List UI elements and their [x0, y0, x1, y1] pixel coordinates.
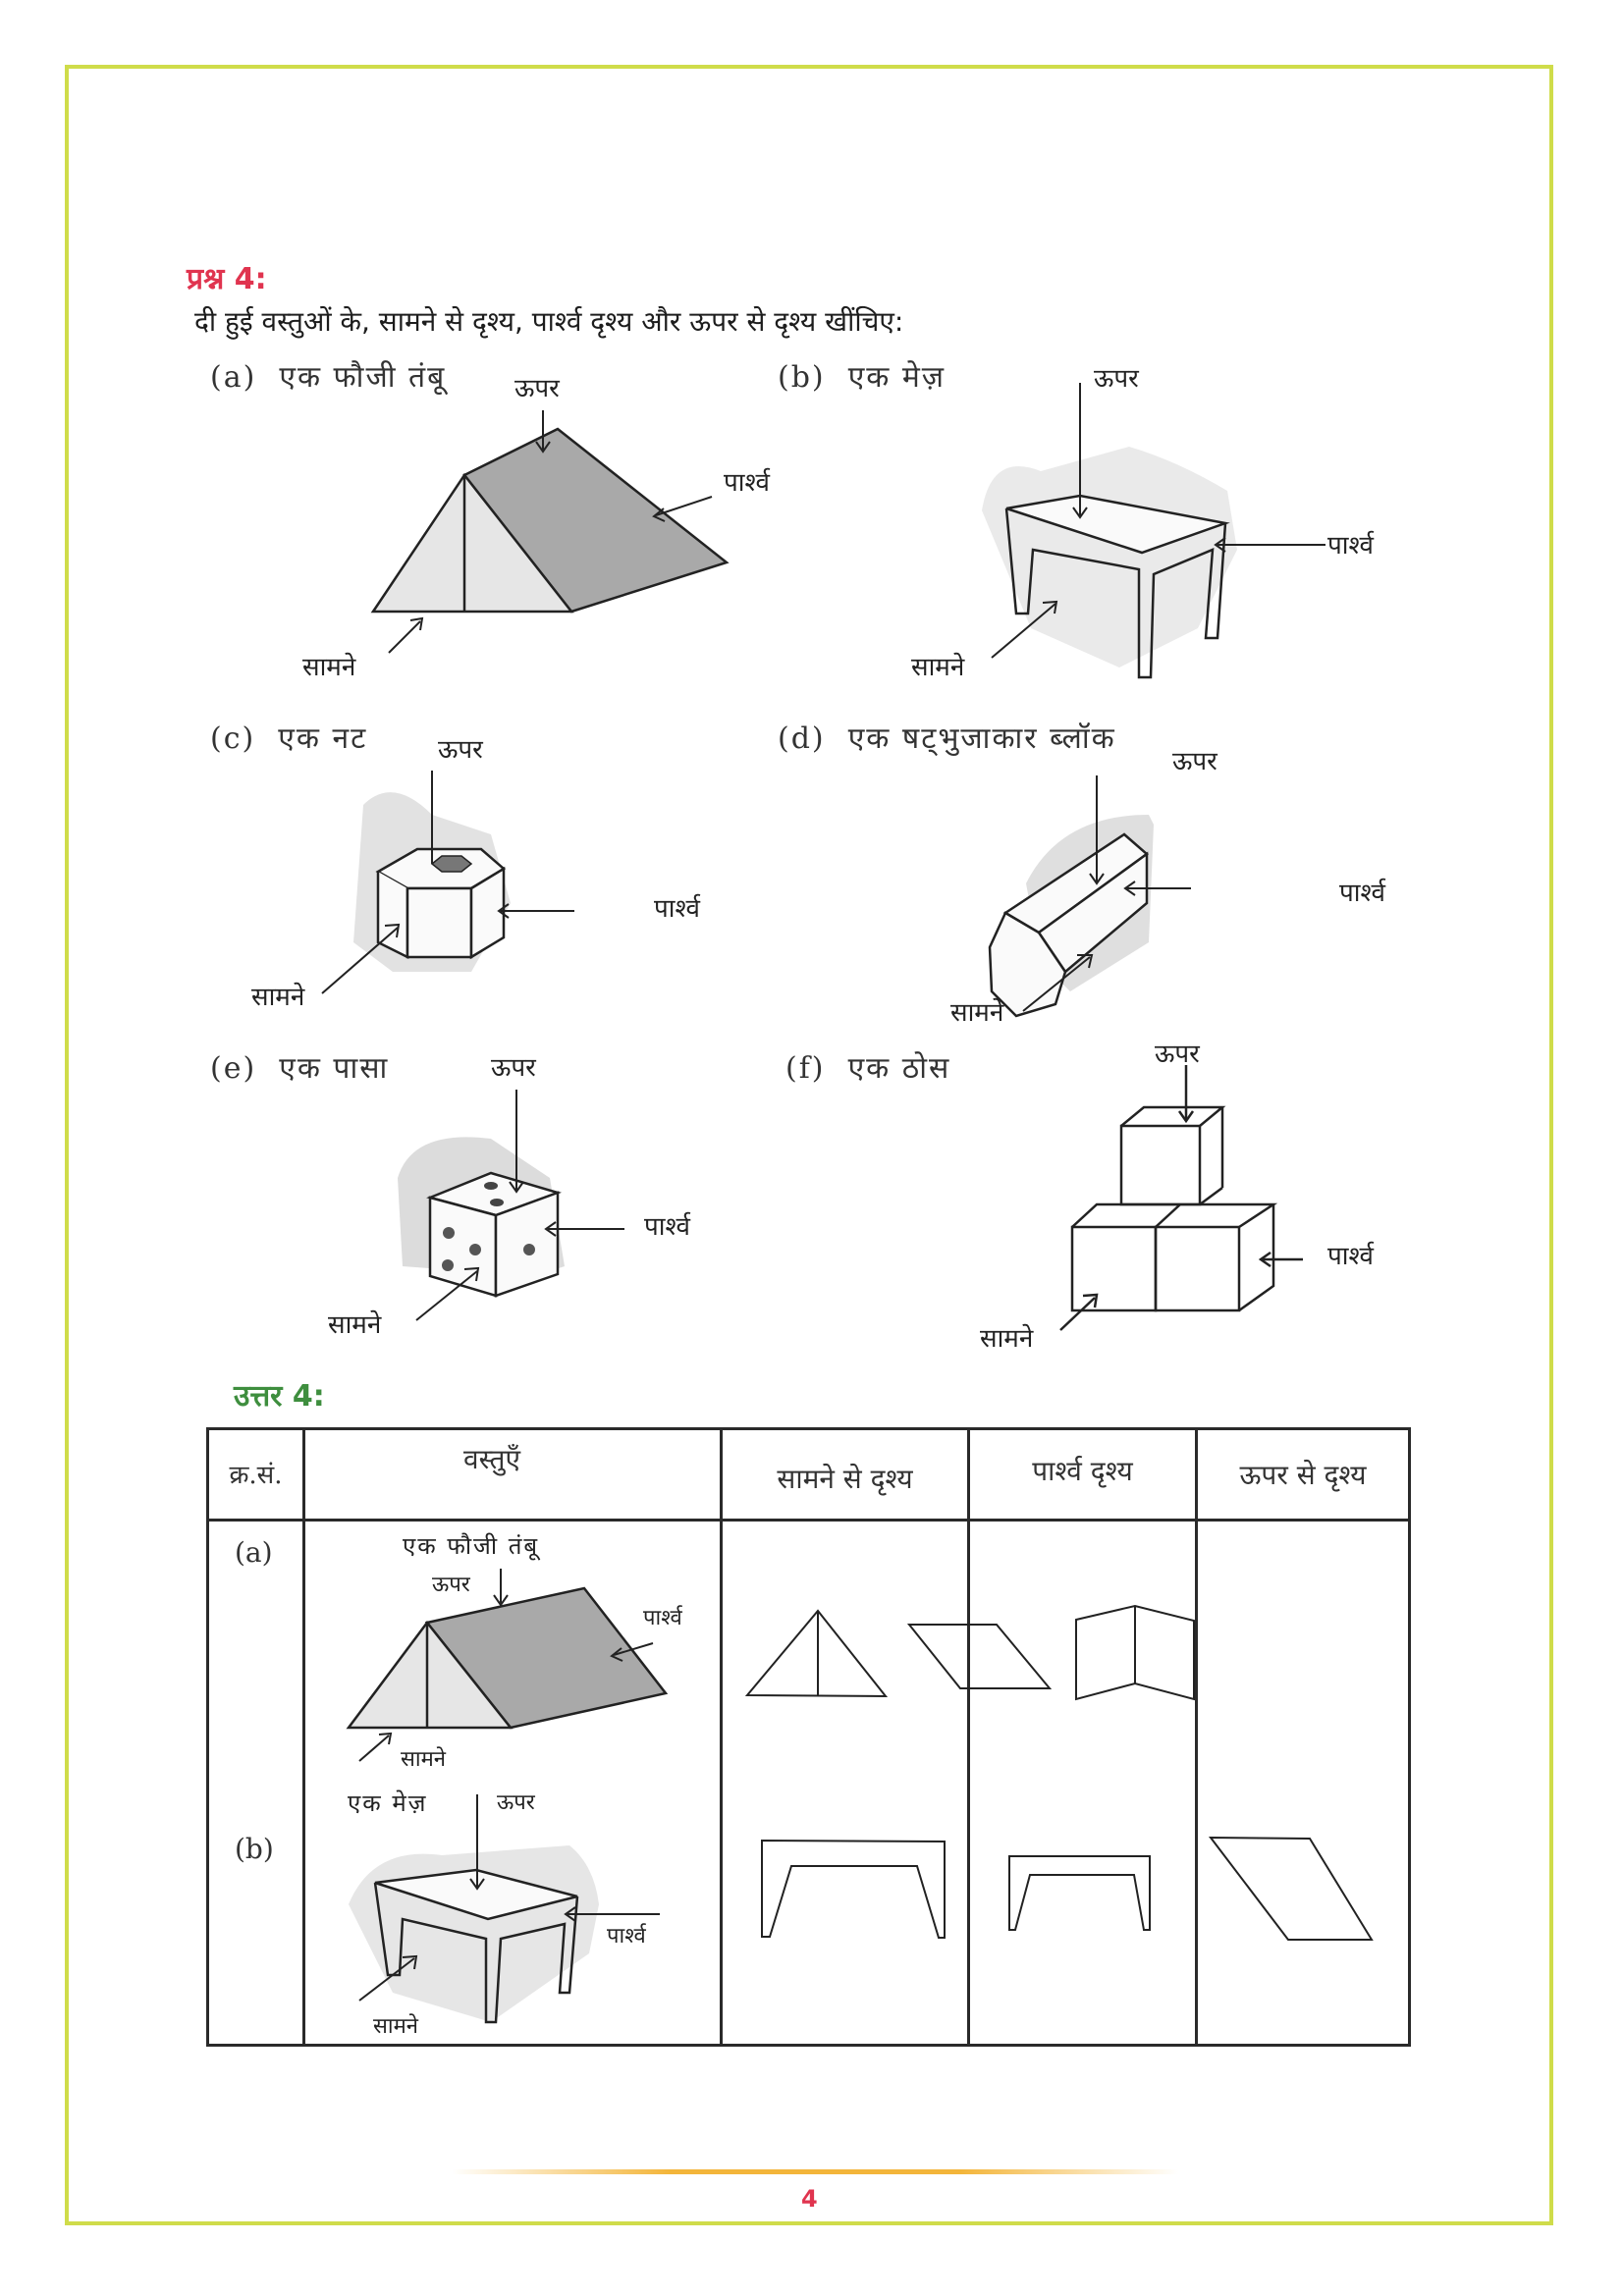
page-number: 4 — [801, 2185, 818, 2213]
dice-front-label: सामने — [328, 1310, 382, 1340]
col-divider — [967, 1430, 970, 2044]
solid-top-label: ऊपर — [1155, 1040, 1200, 1069]
item-b-label: (b) एक मेज़ — [778, 360, 947, 395]
header-side-view: पार्श्व दृश्य — [1032, 1455, 1133, 1487]
footer-rule — [452, 2169, 1178, 2174]
table-side-label: पार्श्व — [1327, 531, 1375, 561]
col-divider — [720, 1430, 723, 2044]
row-b-id: (b) — [235, 1833, 274, 1865]
tent-top-label: ऊपर — [514, 374, 560, 403]
item-a-label: (a) एक फौजी तंबू — [210, 360, 447, 395]
solid-side-label: पार्श्व — [1327, 1242, 1375, 1271]
table-front-label: सामने — [911, 653, 965, 682]
page-frame — [65, 65, 1553, 2225]
tent-side-label: पार्श्व — [724, 468, 771, 498]
item-c-label: (c) एक नट — [210, 721, 368, 756]
row-a-side-label: पार्श्व — [643, 1606, 682, 1630]
header-objects: वस्तुएँ — [463, 1443, 520, 1475]
nut-side-label: पार्श्व — [654, 894, 701, 924]
answer-table: क्र.सं. वस्तुएँ सामने से दृश्य पार्श्व द… — [206, 1427, 1411, 2047]
dice-top-label: ऊपर — [491, 1053, 536, 1083]
tent-front-label: सामने — [302, 653, 356, 682]
row-a-name: एक फौजी तंबू — [403, 1532, 540, 1560]
item-d-label: (d) एक षट्भुजाकार ब्लॉक — [778, 721, 1116, 756]
nut-top-label: ऊपर — [438, 735, 483, 765]
col-divider — [1195, 1430, 1198, 2044]
item-f-label: (f) एक ठोस — [785, 1051, 951, 1086]
row-b-top-label: ऊपर — [497, 1790, 535, 1815]
answer-title: उत्तर 4: — [234, 1379, 325, 1414]
row-a-front-label: सामने — [401, 1747, 446, 1772]
question-title: प्रश्न 4: — [187, 262, 267, 296]
row-b-front-label: सामने — [373, 2014, 418, 2039]
dice-side-label: पार्श्व — [644, 1212, 691, 1242]
row-a-id: (a) — [235, 1536, 273, 1569]
header-divider — [209, 1519, 1408, 1522]
nut-front-label: सामने — [251, 983, 305, 1012]
row-b-side-label: पार्श्व — [607, 1924, 646, 1949]
solid-front-label: सामने — [980, 1324, 1034, 1354]
col-divider — [302, 1430, 305, 2044]
hexblock-front-label: सामने — [950, 998, 1004, 1028]
table-top-label: ऊपर — [1094, 364, 1139, 394]
item-e-label: (e) एक पासा — [210, 1051, 390, 1086]
header-front-view: सामने से दृश्य — [777, 1463, 913, 1495]
row-b-name: एक मेज़ — [348, 1789, 428, 1817]
hexblock-side-label: पार्श्व — [1339, 879, 1386, 908]
question-text: दी हुई वस्तुओं के, सामने से दृश्य, पार्श… — [194, 305, 904, 338]
header-top-view: ऊपर से दृश्य — [1239, 1459, 1367, 1491]
row-a-top-label: ऊपर — [432, 1573, 470, 1597]
header-sno: क्र.सं. — [229, 1461, 283, 1490]
hexblock-top-label: ऊपर — [1172, 747, 1217, 776]
